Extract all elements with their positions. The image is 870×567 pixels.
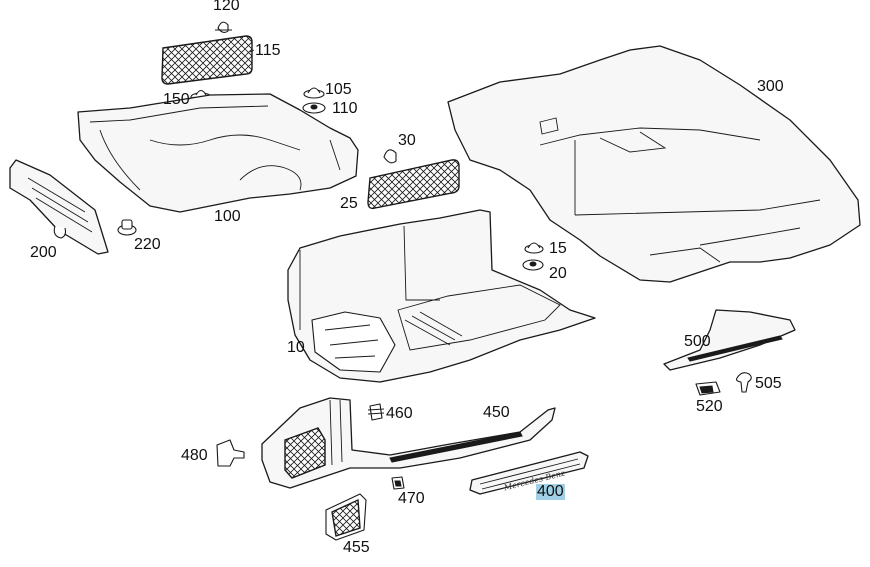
callout-30: 30: [398, 132, 416, 149]
callout-470: 470: [398, 490, 425, 507]
clip-30: [383, 149, 397, 164]
callout-220: 220: [134, 236, 161, 253]
callout-105: 105: [325, 81, 352, 98]
fastener-15: [524, 242, 544, 254]
callout-25: 25: [340, 195, 358, 212]
bracket-200: [9, 159, 109, 255]
callout-520: 520: [696, 398, 723, 415]
rear-carpet-300: [447, 45, 861, 283]
callout-150: 150: [163, 91, 190, 108]
sill-trim-450: [261, 397, 556, 489]
trim-500: [663, 309, 796, 371]
callout-505: 505: [755, 375, 782, 392]
clip-480: [216, 439, 245, 467]
mesh-panel-455: [325, 493, 367, 541]
clip-460: [367, 403, 385, 421]
mesh-panel-25: [367, 159, 460, 210]
callout-500: 500: [684, 333, 711, 350]
fastener-105: [303, 87, 325, 99]
callout-10: 10: [287, 339, 305, 356]
callout-480: 480: [181, 447, 208, 464]
callout-100: 100: [214, 208, 241, 225]
callout-15: 15: [549, 240, 567, 257]
callout-115: 115: [255, 42, 281, 59]
front-carpet-100: [77, 93, 359, 213]
clip-470: [391, 476, 405, 490]
callout-400-highlighted[interactable]: 400: [536, 483, 565, 500]
callout-110: 110: [332, 100, 358, 117]
clip-505: [735, 372, 752, 393]
callout-20: 20: [549, 265, 567, 282]
mesh-panel-115: [161, 35, 253, 85]
callout-460: 460: [386, 405, 413, 422]
sill-plate-400: Mercedes-Benz: [469, 451, 589, 495]
callout-200: 200: [30, 244, 57, 261]
callout-450: 450: [483, 404, 510, 421]
callout-120: 120: [213, 0, 240, 14]
washer-110: [302, 102, 326, 114]
clip-120: [215, 21, 232, 33]
main-carpet-10: [287, 209, 596, 383]
callout-455: 455: [343, 539, 370, 556]
washer-20: [522, 259, 544, 271]
callout-300: 300: [757, 78, 784, 95]
clip-520: [695, 381, 721, 396]
nut-220: [117, 219, 137, 236]
